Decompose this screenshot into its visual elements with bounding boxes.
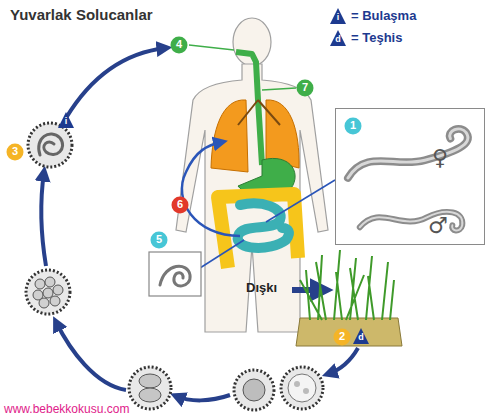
cycle-arrow — [66, 48, 166, 118]
egg-cell — [139, 374, 161, 388]
egg-one-cell — [234, 370, 274, 410]
cycle-arrow — [41, 172, 46, 266]
egg-shell — [129, 367, 171, 409]
callout-number: 3 — [6, 145, 24, 157]
circle-fill — [297, 80, 314, 97]
cycle-arrow — [328, 348, 358, 374]
egg-shell — [28, 123, 72, 167]
egg-cell — [288, 374, 316, 402]
leader-line — [200, 240, 244, 268]
sex-symbol: ♀ — [432, 145, 448, 170]
callout-number: 5 — [150, 233, 168, 245]
circle-fill — [345, 118, 362, 135]
transmission-symbol — [330, 8, 346, 24]
diagram-title: Yuvarlak Solucanlar — [10, 6, 153, 23]
egg-cell — [35, 279, 45, 289]
egg-granule — [303, 388, 309, 394]
migration-arrow — [182, 142, 240, 236]
circle-fill — [172, 197, 189, 214]
inset-box: ♀ ♂ 1 — [335, 108, 485, 245]
egg-cell — [243, 379, 265, 401]
callout-circle: 3 — [6, 143, 24, 161]
grass — [300, 250, 394, 320]
egg-shell — [234, 370, 274, 410]
diagnosis-symbol — [330, 30, 346, 46]
callout-number: 4 — [170, 38, 188, 50]
callout-circle: 6 — [171, 196, 189, 214]
circle-fill — [7, 144, 24, 161]
egg-granule — [294, 381, 300, 387]
female-worm-highlight — [348, 129, 468, 178]
egg-shell — [26, 270, 70, 314]
callout-number: 2 — [333, 330, 351, 342]
egg-infective-larva — [28, 123, 72, 167]
left-lung — [211, 100, 248, 172]
callout-number: 1 — [344, 119, 362, 131]
faeces-label: Dışkı — [246, 280, 277, 295]
legend-text: = Bulaşma — [351, 8, 416, 23]
symbol-letter: i — [330, 12, 346, 22]
egg-unembryonated — [281, 367, 323, 409]
female-worm — [348, 129, 468, 178]
egg-cell — [39, 298, 49, 308]
diagnosis-symbol — [353, 328, 369, 344]
leader-line — [262, 88, 296, 90]
callout-circle: 4 — [170, 36, 188, 54]
circle-fill — [171, 37, 188, 54]
circle-fill — [334, 329, 351, 346]
leader-line — [189, 45, 234, 50]
egg-cell — [43, 288, 53, 298]
callout-circle: 2 — [333, 328, 351, 346]
sex-symbol: ♂ — [428, 213, 448, 238]
leader-line — [266, 180, 335, 222]
egg-shell — [281, 367, 323, 409]
cycle-arrow — [56, 322, 126, 390]
egg-cell — [50, 296, 60, 306]
large-intestine — [218, 194, 298, 268]
egg-two-cell — [129, 367, 171, 409]
larva — [39, 134, 63, 155]
circle-fill — [151, 232, 168, 249]
symbol-letter: d — [353, 332, 369, 342]
egg-cell — [139, 388, 161, 402]
symbol-letter: d — [330, 34, 346, 44]
egg-cell — [53, 285, 63, 295]
small-intestine — [238, 203, 289, 247]
soil-ground — [296, 318, 402, 346]
egg-morula — [26, 270, 70, 314]
symbol-letter: d — [364, 120, 380, 130]
callout-circle: 1 — [344, 117, 362, 135]
egg-cell — [45, 277, 55, 287]
callout-circle: 5 — [150, 231, 168, 249]
callout-circle: 7 — [296, 79, 314, 97]
right-lung — [266, 100, 299, 168]
legend-text: = Teşhis — [351, 30, 402, 45]
symbol-letter: i — [58, 116, 74, 126]
soil — [296, 250, 402, 346]
callout-number: 6 — [171, 198, 189, 210]
larva — [160, 266, 190, 286]
transmission-symbol — [58, 112, 74, 128]
bronchi — [238, 100, 280, 125]
larva-box — [149, 252, 201, 296]
watermark: www.bebekkokusu.com — [4, 402, 129, 416]
callout-number: 7 — [296, 81, 314, 93]
cycle-arrow — [176, 395, 230, 400]
